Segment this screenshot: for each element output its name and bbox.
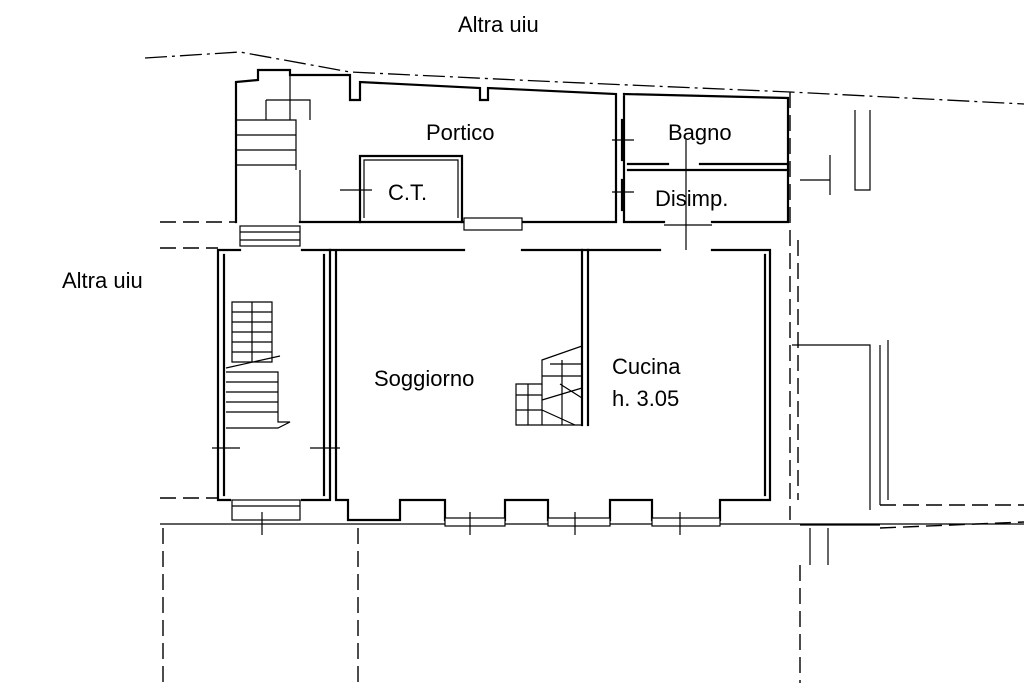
room-label-soggiorno: Soggiorno: [374, 366, 474, 391]
labels: Altra uiu Altra uiu Portico C.T. Bagno D…: [62, 12, 732, 411]
property-boundaries: [144, 51, 1024, 683]
stairs: [225, 72, 583, 429]
windows: [212, 118, 721, 535]
room-label-cucina: Cucina: [612, 354, 681, 379]
room-label-portico: Portico: [426, 120, 494, 145]
room-label-ct: C.T.: [388, 180, 427, 205]
room-label-cucina-height: h. 3.05: [612, 386, 679, 411]
room-label-disimp: Disimp.: [655, 186, 728, 211]
neighbor-label-left: Altra uiu: [62, 268, 143, 293]
walls: [216, 68, 889, 565]
neighbor-label-top: Altra uiu: [458, 12, 539, 37]
room-label-bagno: Bagno: [668, 120, 732, 145]
